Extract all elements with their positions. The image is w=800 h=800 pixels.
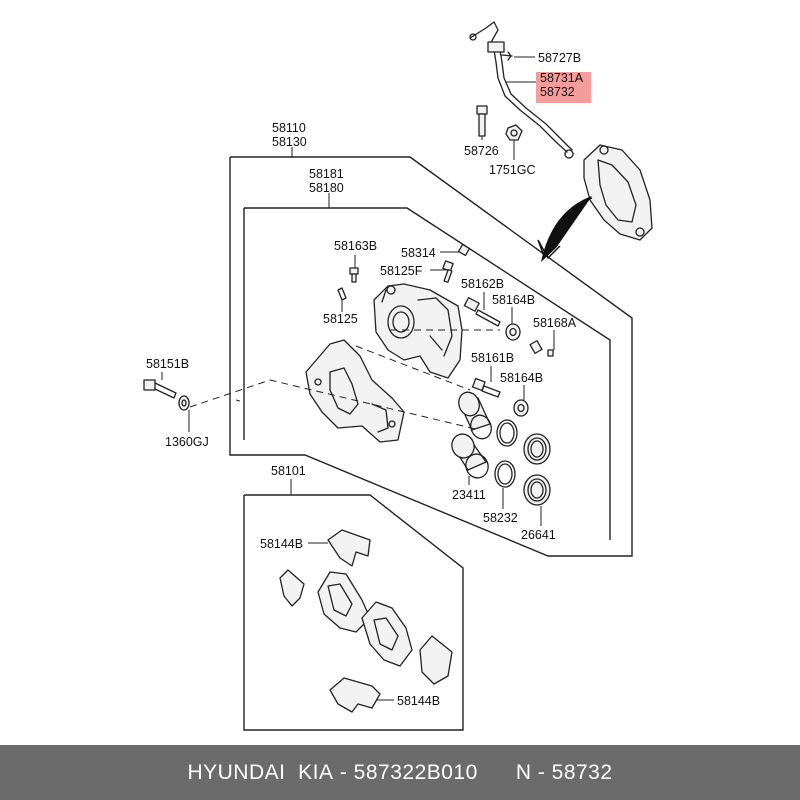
shim-right — [419, 635, 453, 685]
pad-kit-box — [243, 494, 464, 731]
shim-left — [279, 569, 305, 607]
dust-boot-upper — [523, 433, 551, 465]
label-58727B: 58727B — [538, 51, 581, 65]
label-58125F: 58125F — [380, 264, 423, 278]
label-58164B-upper: 58164B — [492, 293, 535, 307]
label-1751GC: 1751GC — [489, 163, 536, 177]
clip-58125 — [337, 287, 347, 301]
dashed-guide-1 — [189, 379, 481, 431]
pin-58161B — [471, 377, 501, 398]
label-58314: 58314 — [401, 246, 436, 260]
label-58125: 58125 — [323, 312, 358, 326]
label-58232: 58232 — [483, 511, 518, 525]
bolt-58151B — [143, 379, 177, 399]
label-26641: 26641 — [521, 528, 556, 542]
pin-58162B — [463, 297, 501, 327]
seal-58232 — [494, 460, 516, 488]
label-58161B: 58161B — [471, 351, 514, 365]
label-58151B: 58151B — [146, 357, 189, 371]
label-23411: 23411 — [452, 488, 486, 502]
label-58163B: 58163B — [334, 239, 377, 253]
footer-make: KIA — [298, 760, 334, 784]
parts-diagram: 58727B 58731A 58732 58726 1751GC 58110 5… — [143, 21, 653, 731]
footer-brand: HYUNDAI — [187, 760, 286, 784]
cap-58314 — [457, 243, 471, 257]
label-58168A: 58168A — [533, 316, 577, 330]
bleeder-58163B — [349, 267, 359, 283]
boot-58164B-lower — [513, 399, 529, 417]
shim-58144B-upper — [327, 529, 371, 567]
footer-reference: N - 58732 — [515, 760, 613, 784]
inner-caliper-box — [244, 207, 611, 540]
screw-58125F — [442, 260, 454, 283]
dashed-guide-3 — [235, 399, 245, 403]
caliper-bracket — [305, 339, 405, 443]
label-58726: 58726 — [464, 144, 499, 158]
bolt-58726 — [476, 105, 488, 137]
label-58180: 58180 — [309, 181, 344, 195]
caliper-housing — [373, 283, 463, 379]
label-58731A: 58731A — [540, 71, 584, 85]
plug-58168A — [529, 340, 554, 357]
clip-58727B — [501, 51, 513, 61]
label-58101: 58101 — [271, 464, 306, 478]
pad-inner — [361, 601, 413, 667]
label-58164B-lower: 58164B — [500, 371, 543, 385]
shim-58144B-lower — [329, 677, 381, 713]
pad-outer — [317, 571, 371, 633]
washer-1360GJ — [178, 395, 190, 411]
part-number-footer: HYUNDAI KIA - 587322B010 N - 58732 — [0, 745, 800, 800]
label-58181: 58181 — [309, 167, 344, 181]
dashed-guide-2 — [355, 329, 500, 391]
label-58130: 58130 — [272, 135, 307, 149]
label-58110: 58110 — [272, 121, 306, 135]
dust-boot-26641 — [523, 474, 551, 506]
brake-hose — [469, 21, 574, 159]
piston-upper — [458, 391, 492, 440]
label-58162B: 58162B — [461, 277, 504, 291]
leader-lines — [161, 56, 555, 701]
piston-23411 — [451, 433, 489, 479]
label-58732: 58732 — [540, 85, 575, 99]
footer-part-number: 587322B010 — [353, 760, 478, 784]
label-58144B-upper: 58144B — [260, 537, 303, 551]
boot-58164B-upper — [505, 323, 521, 341]
outer-assembly-box — [229, 156, 633, 557]
seal-upper — [496, 419, 518, 447]
nut-1751GC — [505, 124, 523, 141]
label-58144B-lower: 58144B — [397, 694, 440, 708]
label-1360GJ: 1360GJ — [165, 435, 209, 449]
highlight-box — [536, 72, 591, 103]
caliper-vehicle-view — [537, 144, 653, 262]
